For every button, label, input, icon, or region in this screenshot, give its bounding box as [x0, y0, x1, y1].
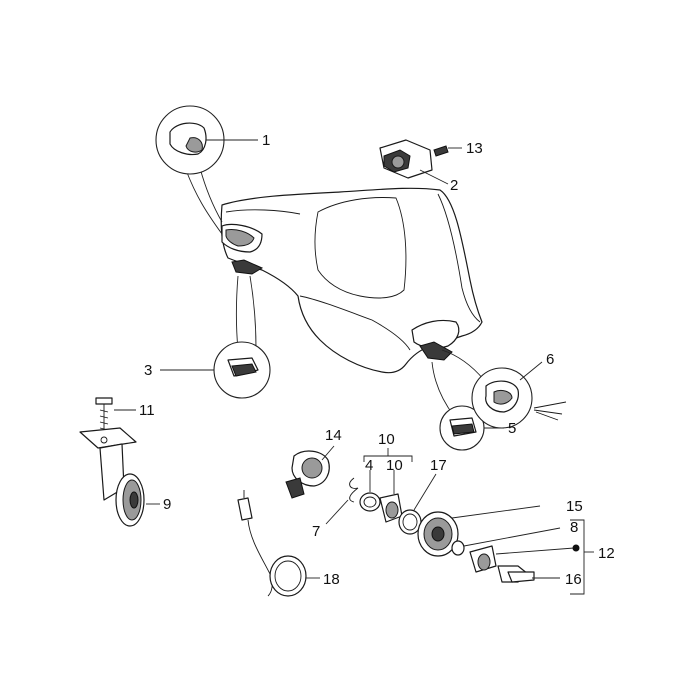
callout-16: 16 — [565, 571, 582, 588]
callout-17: 17 — [430, 457, 447, 474]
callout-5: 5 — [508, 420, 516, 437]
callout-15: 15 — [566, 498, 583, 515]
callout-18: 18 — [323, 571, 340, 588]
callout-8: 8 — [570, 519, 578, 536]
callout-6: 6 — [546, 351, 554, 368]
callout-10-item: 10 — [386, 457, 403, 474]
part-6-detail-bubble — [441, 349, 567, 429]
callout-3: 3 — [144, 362, 152, 379]
callout-9: 9 — [163, 496, 171, 513]
callout-10-group: 10 — [378, 431, 395, 448]
callout-13: 13 — [466, 140, 483, 157]
callout-labels: 1 2 3 4 5 6 7 8 9 10 10 11 12 13 14 15 1… — [139, 132, 615, 588]
callout-4: 4 — [365, 457, 373, 474]
part-12-lock-cylinder — [469, 544, 580, 573]
part-2-switch — [379, 139, 449, 185]
part-3-detail-bubble — [160, 275, 271, 399]
part-10-group-bracket — [363, 448, 413, 462]
part-1-detail-bubble — [155, 105, 258, 235]
callout-2: 2 — [450, 177, 458, 194]
handlebar-cover — [220, 187, 483, 374]
callout-14: 14 — [325, 427, 342, 444]
part-5-detail-bubble — [431, 361, 504, 451]
part-13-screw — [433, 145, 462, 157]
part-16-key — [497, 565, 560, 583]
part-8-washer — [451, 527, 561, 556]
part-18-wiring — [237, 490, 320, 597]
callout-11: 11 — [139, 402, 155, 419]
part-12-group-bracket — [570, 519, 594, 595]
callout-12: 12 — [598, 545, 615, 562]
part-14-bulb-socket — [285, 445, 335, 499]
part-10-bushing — [379, 470, 403, 523]
part-15-lock-body — [417, 505, 541, 557]
part-9-horn — [79, 427, 160, 527]
callout-1: 1 — [262, 132, 270, 149]
part-11-screw — [95, 397, 136, 438]
part-7-spring-clip — [325, 477, 359, 525]
callout-7: 7 — [312, 523, 320, 540]
part-4-ring — [359, 470, 381, 512]
